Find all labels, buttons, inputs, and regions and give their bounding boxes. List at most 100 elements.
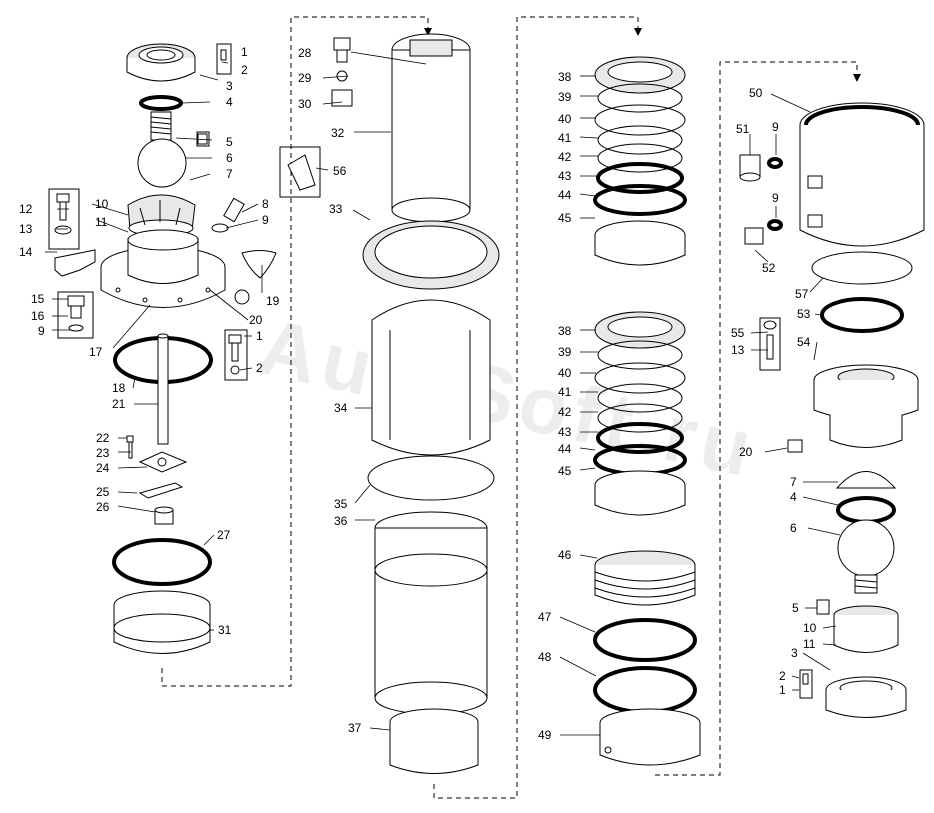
ring-35 <box>367 455 495 501</box>
sleeve-37 <box>389 708 479 774</box>
ring-39b <box>597 340 683 370</box>
flange-3b <box>825 676 907 718</box>
ball-6 <box>137 138 187 188</box>
cylinder-32 <box>391 33 471 223</box>
plate-24 <box>138 451 188 473</box>
callout-40: 40 <box>558 112 572 126</box>
callout-38: 38 <box>558 70 572 84</box>
callout-11b: 11 <box>803 637 816 651</box>
gasket-33 <box>362 220 500 290</box>
main-housing-17 <box>100 229 226 308</box>
fastener-box-55-13 <box>759 317 781 371</box>
callout-17: 17 <box>89 345 103 359</box>
bolt-1-2 <box>228 334 242 375</box>
callout-56: 56 <box>333 164 347 178</box>
flange-54 <box>813 364 919 448</box>
callout-3: 3 <box>226 79 233 93</box>
callout-12: 12 <box>19 202 33 216</box>
callout-10b: 10 <box>803 621 817 635</box>
screw-22-23 <box>126 435 134 459</box>
ring-set-31 <box>113 590 211 654</box>
callout-labels: 1 2 3 4 5 6 7 8 9 10 11 12 13 14 15 16 9… <box>19 45 817 742</box>
callout-4b: 4 <box>790 490 797 504</box>
callout-2c: 2 <box>779 669 786 683</box>
callout-7: 7 <box>226 167 233 181</box>
assembly-dashed-paths <box>161 16 861 799</box>
callout-41: 41 <box>558 131 572 145</box>
callout-43: 43 <box>558 169 572 183</box>
callout-47: 47 <box>538 610 552 624</box>
plug-51 <box>739 154 783 182</box>
callout-28: 28 <box>298 46 312 60</box>
sleeve-45b <box>594 470 686 516</box>
callout-27: 27 <box>217 528 231 542</box>
ring-41a <box>597 125 683 155</box>
callout-1: 1 <box>241 45 248 59</box>
callout-50: 50 <box>749 86 763 100</box>
fastener-box-20 <box>224 329 248 381</box>
callout-21: 21 <box>112 397 126 411</box>
bolt-12 <box>54 193 72 235</box>
callout-55: 55 <box>731 326 745 340</box>
callout-43b: 43 <box>558 425 572 439</box>
housing-50 <box>799 102 925 247</box>
callout-2: 2 <box>241 63 248 77</box>
fastener-box-5b <box>816 599 830 615</box>
callout-33: 33 <box>329 202 343 216</box>
o-ring-4 <box>139 95 183 111</box>
callout-9d: 9 <box>772 191 779 205</box>
cylinder-36 <box>374 511 488 715</box>
plug-52 <box>744 219 783 245</box>
ring-27 <box>112 538 212 586</box>
callout-15: 15 <box>31 292 45 306</box>
callout-30: 30 <box>298 97 312 111</box>
ring-48 <box>593 666 697 714</box>
plug-19 <box>234 289 250 305</box>
callout-57: 57 <box>795 287 809 301</box>
callout-11: 11 <box>95 215 108 229</box>
callout-16: 16 <box>31 309 45 323</box>
nut-26 <box>154 506 174 525</box>
callout-6b: 6 <box>790 521 797 535</box>
callout-39b: 39 <box>558 345 572 359</box>
callout-9b: 9 <box>38 324 45 338</box>
callout-38b: 38 <box>558 324 572 338</box>
callout-5: 5 <box>226 135 233 149</box>
bracket-56 <box>279 146 321 198</box>
callout-4: 4 <box>226 95 233 109</box>
callout-37: 37 <box>348 721 362 735</box>
callout-3b: 3 <box>791 646 798 660</box>
dome-7 <box>835 471 897 489</box>
fastener-box-12-14 <box>48 188 80 250</box>
ring-40a <box>594 104 686 136</box>
callout-29: 29 <box>298 71 312 85</box>
callout-32: 32 <box>331 126 345 140</box>
ring-53 <box>820 297 904 333</box>
callout-23: 23 <box>96 446 110 460</box>
triangle-plate-19 <box>241 250 277 279</box>
crown-10-11 <box>833 605 899 653</box>
callout-22: 22 <box>96 431 110 445</box>
ring-57 <box>811 251 913 285</box>
callout-19: 19 <box>266 294 280 308</box>
callout-51: 51 <box>736 122 750 136</box>
callout-5b: 5 <box>792 601 799 615</box>
bracket-14 <box>54 249 96 277</box>
right-assembly <box>739 102 925 718</box>
callout-41b: 41 <box>558 385 572 399</box>
ring-41b <box>597 383 683 413</box>
callout-48: 48 <box>538 650 552 664</box>
screw-spring <box>150 111 172 141</box>
callout-24: 24 <box>96 461 110 475</box>
callout-49: 49 <box>538 728 552 742</box>
callout-9: 9 <box>262 213 269 227</box>
callout-46: 46 <box>558 548 572 562</box>
callout-44b: 44 <box>558 442 572 456</box>
callout-26: 26 <box>96 500 110 514</box>
callout-13: 13 <box>19 222 33 236</box>
bellows-34 <box>371 299 491 456</box>
callout-1b: 1 <box>256 329 263 343</box>
ring-stack <box>593 56 701 766</box>
callout-40b: 40 <box>558 366 572 380</box>
